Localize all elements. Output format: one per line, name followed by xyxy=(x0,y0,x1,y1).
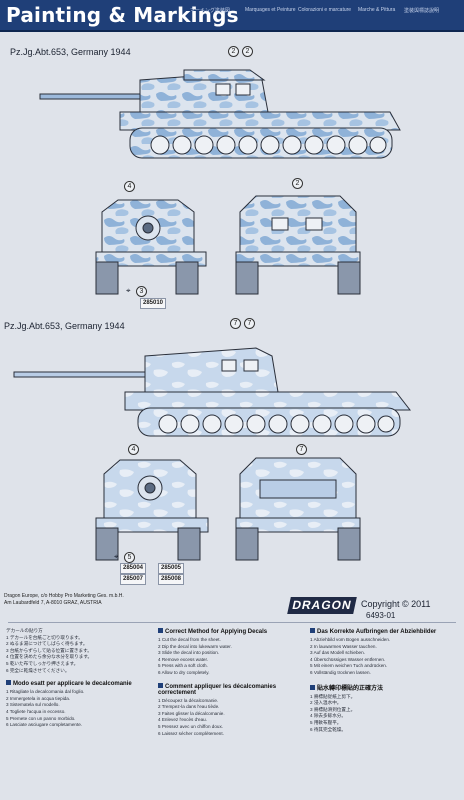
instructions-column-1: デカールの貼り方 1 デカールを台紙ごと切り取ります。 2 ぬるま湯につけてしば… xyxy=(6,628,154,798)
pointer-icon: ⌖ xyxy=(114,552,119,561)
divider xyxy=(8,622,456,623)
vehicle-2-caption: Pz.Jg.Abt.653, Germany 1944 xyxy=(4,321,125,331)
section-heading: Modo esatt per applicare le decalcomanie xyxy=(6,680,154,687)
subtitle-jp: マーキング塗装図 xyxy=(190,8,230,14)
address-line: Dragon Europe, c/o Hobby Pro Marketing G… xyxy=(4,593,124,599)
vehicle-2-rear-view xyxy=(235,457,361,561)
callout: 2 xyxy=(228,46,239,57)
decal-number: 285007 xyxy=(120,574,147,585)
callout: 7 xyxy=(244,318,255,329)
section-heading: 貼水轉印標貼的正確方法 xyxy=(310,683,458,692)
vehicle-1-side-view xyxy=(39,69,401,159)
decal-number: 285005 xyxy=(158,563,185,574)
subtitle-es: Marche & Pittura xyxy=(358,7,396,13)
callout: 4 xyxy=(128,444,139,455)
callout: 2 xyxy=(292,178,303,189)
vehicle-2-front-view xyxy=(95,459,209,561)
kit-code: 6493-01 xyxy=(366,611,396,620)
vehicle-2-side-view xyxy=(13,347,412,437)
decal-number: 285004 xyxy=(120,563,147,574)
pointer-icon: ⌖ xyxy=(126,286,131,295)
callout: 5 xyxy=(124,552,135,563)
callout: 7 xyxy=(230,318,241,329)
copyright: Copyright © 2011 xyxy=(361,599,431,609)
page-header: Painting & Markings マーキング塗装図 Marquages e… xyxy=(0,0,464,32)
vehicle-drawings xyxy=(13,69,412,561)
decal-number: 285008 xyxy=(158,574,185,585)
subtitle-cn: 塗装與標誌說明 xyxy=(404,8,440,14)
section-heading: Das Korrekte Aufbringen der Abziehbilder xyxy=(310,628,458,635)
callout: 7 xyxy=(296,444,307,455)
callout: 3 xyxy=(136,286,147,297)
callout: 2 xyxy=(242,46,253,57)
address-line: Am Laubardfeld 7, A-8010 GRAZ, AUSTRIA xyxy=(4,600,102,606)
subtitle-it: Colorazioni e marcature xyxy=(298,7,352,13)
callout: 4 xyxy=(124,181,135,192)
section-heading: Comment appliquer les décalcomanies corr… xyxy=(158,683,306,696)
section-heading: Correct Method for Applying Decals xyxy=(158,628,306,635)
subtitle-fr: Marquages et Peinture xyxy=(245,7,296,13)
instructions-column-3: Das Korrekte Aufbringen der Abziehbilder… xyxy=(310,628,458,798)
dragon-logo: DRAGON xyxy=(287,597,357,614)
decal-number: 285010 xyxy=(140,298,167,309)
vehicle-1-rear-view xyxy=(235,195,361,295)
vehicle-1-front-view xyxy=(95,199,207,295)
vehicle-1-caption: Pz.Jg.Abt.653, Germany 1944 xyxy=(10,47,131,57)
page-title: Painting & Markings xyxy=(6,3,239,27)
instructions-column-2: Correct Method for Applying Decals 1 Cut… xyxy=(158,628,306,798)
